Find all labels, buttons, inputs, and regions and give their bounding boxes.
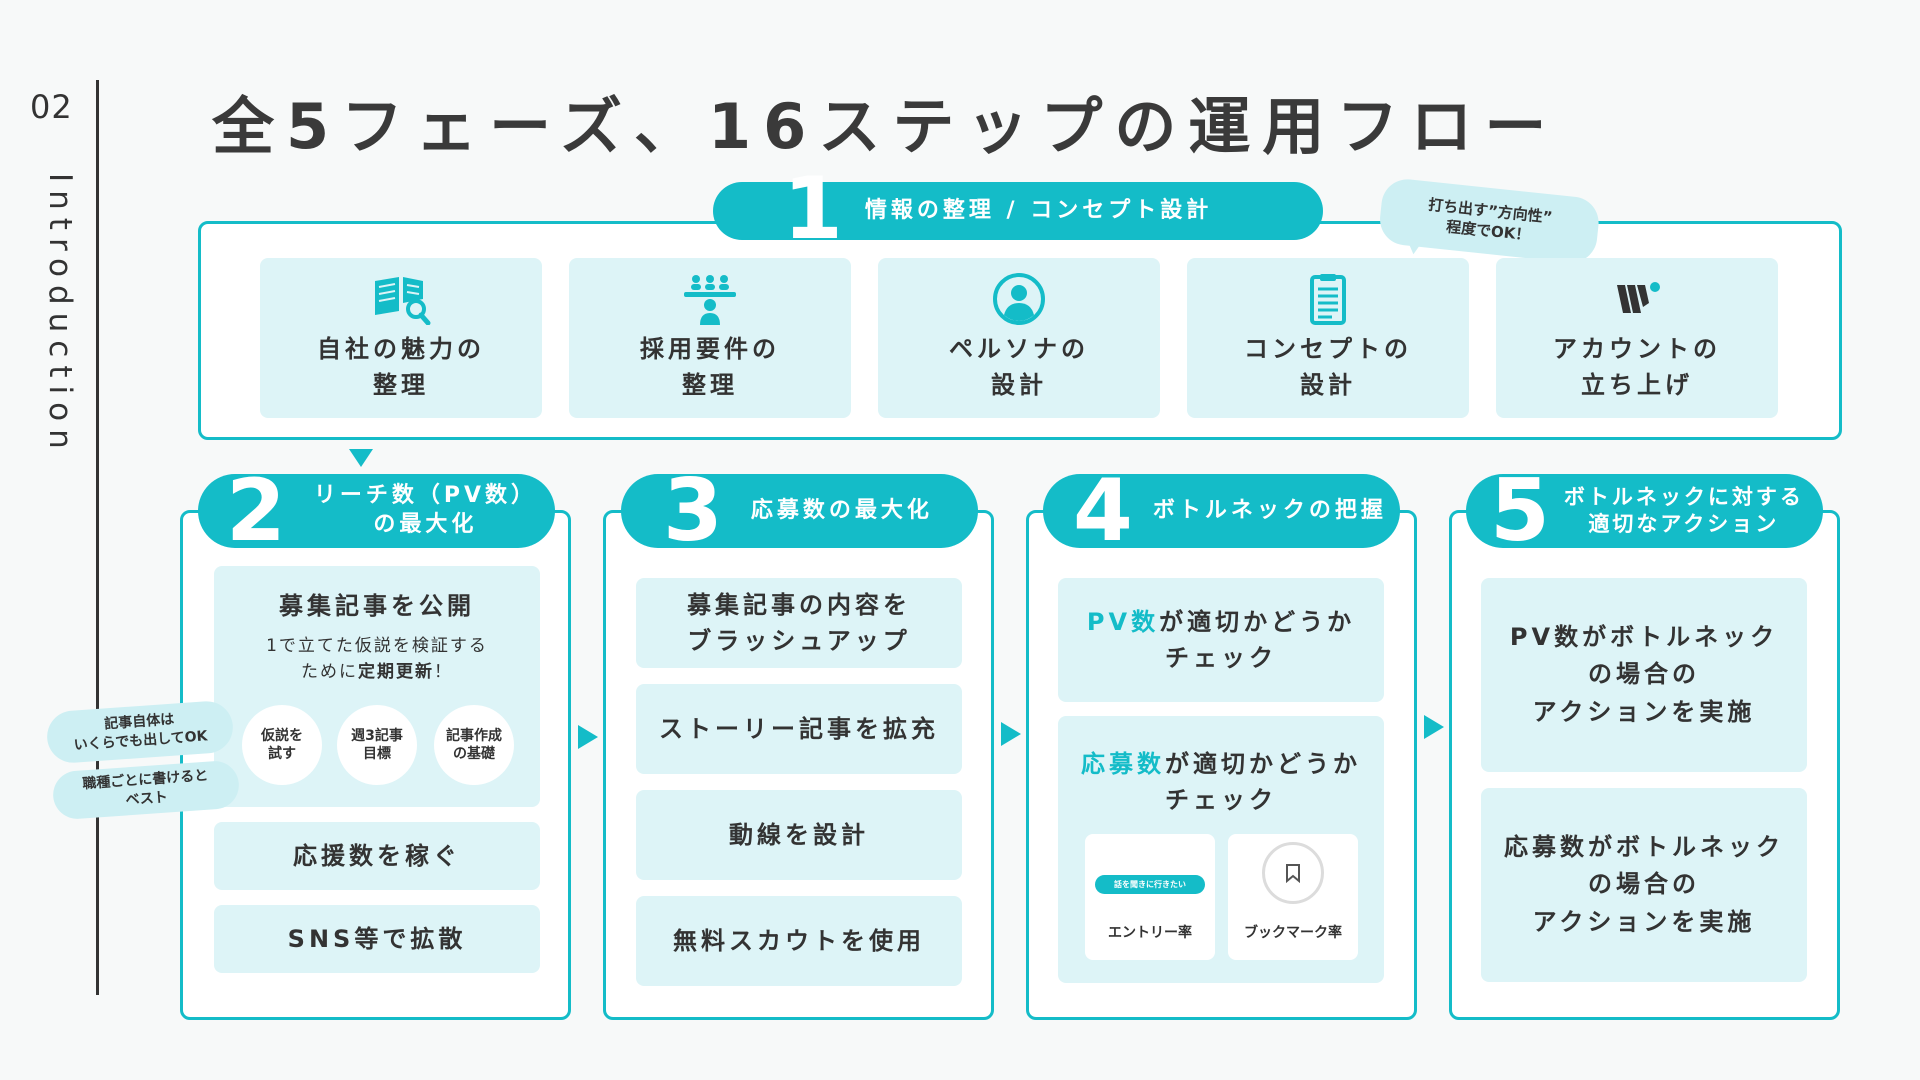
card-line2: 整理 bbox=[682, 371, 738, 399]
card-line1: 募集記事の内容を bbox=[687, 591, 911, 619]
clipboard-icon bbox=[1310, 274, 1346, 325]
highlight-text: PV数 bbox=[1086, 608, 1160, 636]
main-card-desc-line2: ために定期更新！ bbox=[301, 660, 453, 686]
highlight-text: 応募数 bbox=[1081, 750, 1165, 778]
card-line1: コンセプトの bbox=[1244, 335, 1412, 363]
desc-prefix: ために bbox=[301, 661, 358, 682]
card-line1: ストーリー記事を拡充 bbox=[659, 715, 939, 743]
bubble-line2: ベスト bbox=[124, 789, 169, 809]
mini-card-label: エントリー率 bbox=[1108, 925, 1192, 941]
book-search-icon bbox=[375, 277, 431, 325]
card-line1: 採用要件の bbox=[640, 335, 780, 363]
card-line1: PV数が適切かどうか bbox=[1087, 604, 1355, 640]
card-line3: アクションを実施 bbox=[1532, 697, 1756, 726]
entry-button-mock: 話を聞きに行きたい bbox=[1095, 875, 1205, 894]
bookmark-icon bbox=[1262, 842, 1324, 904]
card-line2: の場合の bbox=[1588, 870, 1700, 899]
main-card-desc-line1: 1で立てた仮説を検証する bbox=[266, 636, 488, 656]
phase1-header: 1 情報の整理 / コンセプト設計 bbox=[713, 166, 1323, 252]
card-line2: の場合の bbox=[1588, 660, 1700, 689]
phase5-label-line2: 適切なアクション bbox=[1588, 512, 1780, 536]
section-label: Introduction bbox=[42, 173, 78, 457]
phase3-card-scout: 無料スカウトを使用 bbox=[636, 896, 962, 986]
phase3-card-flow: 動線を設計 bbox=[636, 790, 962, 880]
phase4-label: ボトルネックの把握 bbox=[1152, 497, 1387, 523]
circle-line1: 記事作成 bbox=[446, 727, 502, 744]
phase1-card-persona: ペルソナの 設計 bbox=[878, 258, 1160, 418]
phase5-header: 5 ボトルネックに対する 適切なアクション bbox=[1466, 468, 1823, 554]
card-line1: アカウントの bbox=[1553, 335, 1721, 363]
card-line1: 自社の魅力の bbox=[317, 335, 485, 363]
phase5-number: 5 bbox=[1490, 461, 1550, 561]
phase3-number: 3 bbox=[663, 461, 723, 561]
page-number: 02 bbox=[30, 88, 73, 126]
phase1-card-concept: コンセプトの 設計 bbox=[1187, 258, 1469, 418]
phase3-card-brushup: 募集記事の内容を ブラッシュアップ bbox=[636, 578, 962, 668]
page-title: 全5フェーズ、16ステップの運用フロー bbox=[212, 90, 1559, 163]
phase2-label-line2: の最大化 bbox=[373, 512, 478, 537]
phase3-header: 3 応募数の最大化 bbox=[621, 468, 978, 554]
phase5-label-line1: ボトルネックに対する bbox=[1563, 484, 1804, 509]
phase1-card-account: アカウントの 立ち上げ bbox=[1496, 258, 1778, 418]
card-line1: 応募数がボトルネック bbox=[1504, 833, 1784, 862]
circle-line1: 週3記事 bbox=[351, 727, 403, 744]
circle-line1: 仮説を bbox=[261, 727, 303, 744]
side-divider bbox=[96, 80, 99, 995]
bubble-line2: いくらでも出してOK bbox=[73, 728, 208, 754]
card-line3: アクションを実施 bbox=[1532, 907, 1756, 936]
phase1-number: 1 bbox=[783, 159, 843, 259]
rest-text: が適切かどうか bbox=[1165, 750, 1361, 778]
circle-weekly-goal: 週3記事 目標 bbox=[337, 705, 417, 785]
wantedly-logo-icon bbox=[1617, 282, 1660, 313]
meeting-icon bbox=[684, 275, 736, 325]
entry-rate-card: 話を聞きに行きたい エントリー率 bbox=[1085, 834, 1215, 960]
mini-card-label: ブックマーク率 bbox=[1244, 925, 1342, 941]
phase4-number: 4 bbox=[1073, 461, 1133, 561]
phase2-card-cheers: 応援数を稼ぐ bbox=[214, 822, 540, 890]
desc-suffix: ！ bbox=[434, 661, 453, 682]
arrow-phase1-to-phase2 bbox=[349, 449, 373, 467]
phase2-label-line1: リーチ数（PV数） bbox=[313, 483, 537, 509]
phase3-label: 応募数の最大化 bbox=[750, 497, 933, 523]
card-line1: 動線を設計 bbox=[729, 821, 869, 849]
desc-bold: 定期更新 bbox=[358, 661, 434, 682]
circle-hypothesis: 仮説を 試す bbox=[242, 705, 322, 785]
person-icon bbox=[993, 273, 1045, 325]
phase4-card-pv-check: PV数が適切かどうか チェック bbox=[1058, 578, 1384, 702]
card-line2: 設計 bbox=[1300, 371, 1356, 399]
card-line1: ペルソナの bbox=[949, 335, 1089, 363]
card-line2: 設計 bbox=[991, 371, 1047, 399]
circle-line2: 目標 bbox=[363, 746, 391, 762]
card-line2: 立ち上げ bbox=[1581, 371, 1693, 399]
card-line1: PV数がボトルネック bbox=[1509, 623, 1779, 652]
arrow-phase3-to-phase4 bbox=[1001, 722, 1021, 746]
card-line1: 無料スカウトを使用 bbox=[673, 927, 925, 955]
phase3-card-stories: ストーリー記事を拡充 bbox=[636, 684, 962, 774]
bookmark-rate-card: ブックマーク率 bbox=[1228, 834, 1358, 960]
card-line2: チェック bbox=[1165, 644, 1277, 672]
phase2-card-sns: SNS等で拡散 bbox=[214, 905, 540, 973]
phase2-number: 2 bbox=[226, 461, 286, 561]
circle-line2: 試す bbox=[268, 746, 296, 762]
phase5-card-applications-action: 応募数がボトルネック の場合の アクションを実施 bbox=[1481, 788, 1807, 982]
phase1-label: 情報の整理 / コンセプト設計 bbox=[864, 197, 1213, 223]
phase1-card-attractiveness: 自社の魅力の 整理 bbox=[260, 258, 542, 418]
card-line2: ブラッシュアップ bbox=[687, 627, 911, 655]
phase4-header: 4 ボトルネックの把握 bbox=[1043, 468, 1400, 554]
card-line2: チェック bbox=[1165, 786, 1277, 814]
circle-article-basics: 記事作成 の基礎 bbox=[434, 705, 514, 785]
main-card-title: 募集記事を公開 bbox=[279, 592, 475, 620]
rest-text: が適切かどうか bbox=[1159, 608, 1356, 636]
circle-line2: の基礎 bbox=[453, 746, 495, 762]
arrow-phase4-to-phase5 bbox=[1424, 715, 1444, 739]
phase1-card-requirements: 採用要件の 整理 bbox=[569, 258, 851, 418]
card-line1: 応募数が適切かどうか bbox=[1081, 746, 1361, 782]
phase2-header: 2 リーチ数（PV数） の最大化 bbox=[198, 468, 555, 554]
arrow-phase2-to-phase3 bbox=[578, 725, 598, 749]
card-line2: 整理 bbox=[373, 371, 429, 399]
phase5-card-pv-action: PV数がボトルネック の場合の アクションを実施 bbox=[1481, 578, 1807, 772]
